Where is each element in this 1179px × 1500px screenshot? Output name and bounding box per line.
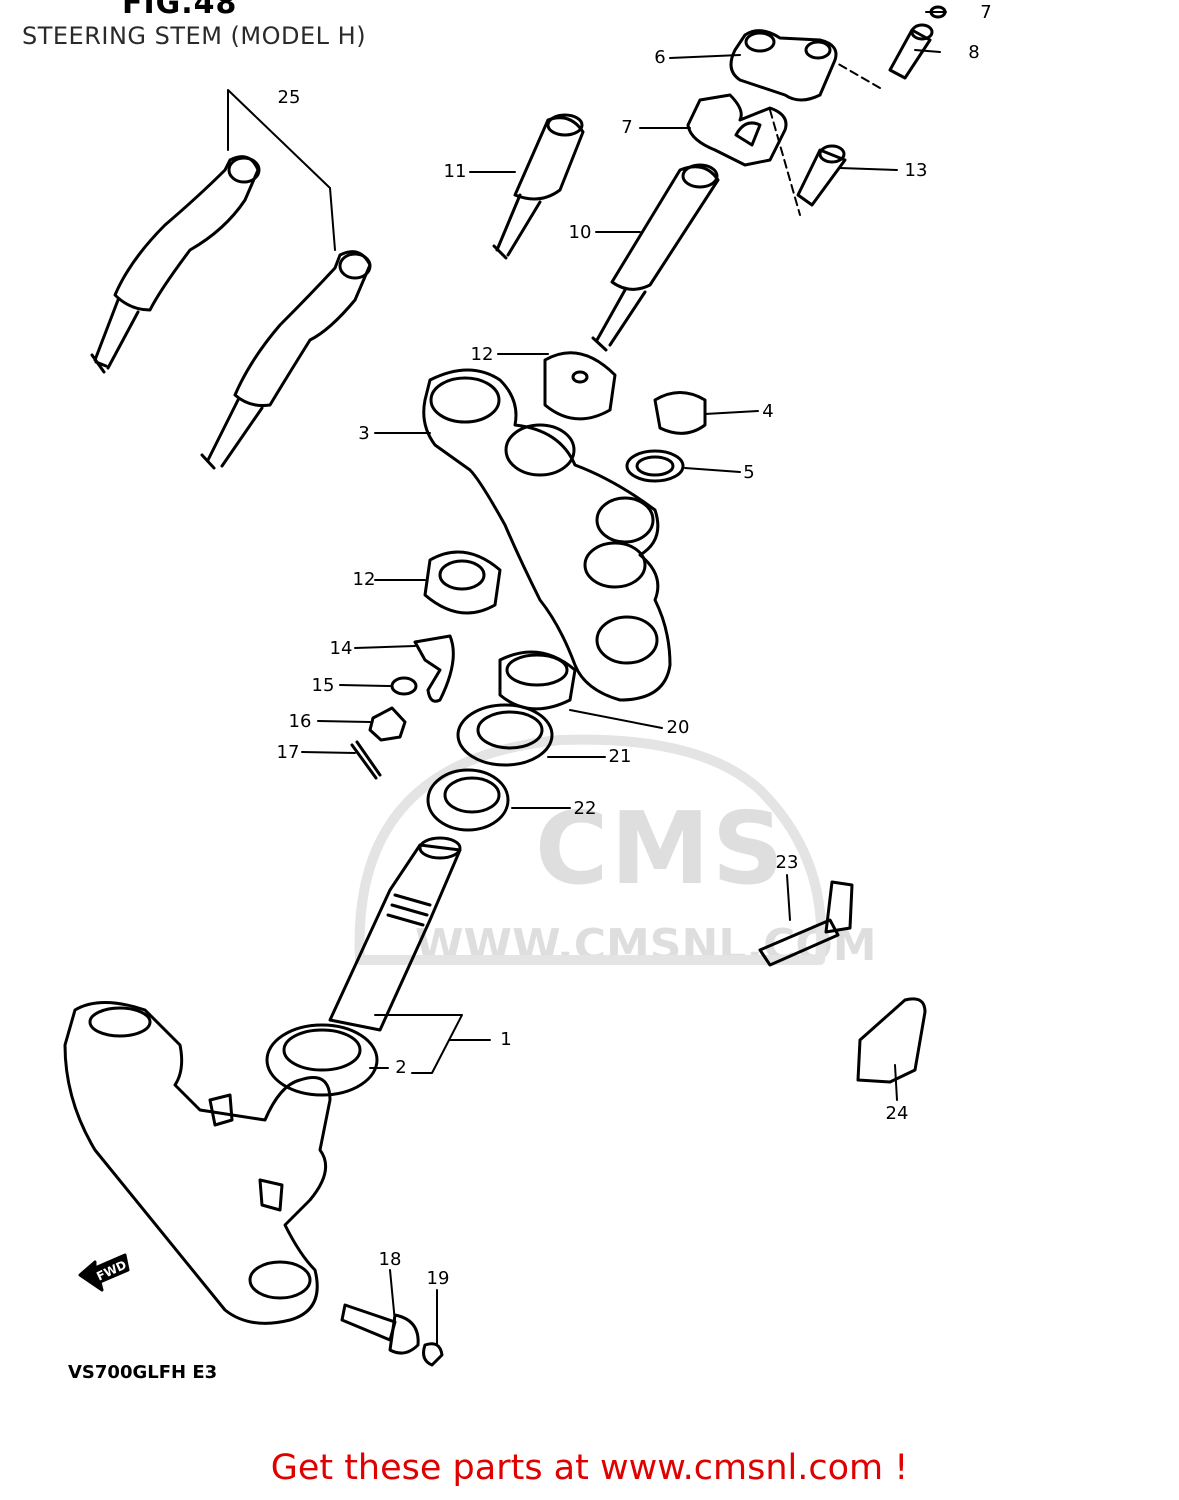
part-1-steering-stem	[63, 836, 462, 1325]
part-21-bearing	[456, 703, 554, 767]
callout-21: 21	[608, 746, 632, 767]
part-25-risers	[90, 89, 372, 470]
callout-5: 5	[743, 462, 755, 483]
part-14-bracket	[413, 634, 455, 703]
part-22-seal	[426, 768, 510, 832]
part-24-key-tag	[856, 997, 927, 1084]
watermark-shape	[354, 734, 827, 965]
callout-4: 4	[762, 401, 774, 422]
diagram-subtitle: STEERING STEM (MODEL H)	[22, 22, 367, 50]
callout-17: 17	[276, 742, 300, 763]
callout-24: 24	[885, 1103, 909, 1124]
part-7-lower-clamp	[686, 93, 788, 167]
part-20-nut	[498, 650, 577, 711]
callout-14: 14	[329, 638, 353, 659]
part-23-ignition-key	[758, 880, 854, 967]
part-6-upper-clamp	[729, 29, 838, 102]
callout-12-upper: 12	[470, 344, 494, 365]
part-3-upper-bracket	[422, 368, 672, 702]
part-16-nut	[368, 706, 407, 742]
figure-title: FIG.48	[122, 0, 238, 21]
part-2-bearing	[265, 1023, 379, 1097]
part-12-lower-cap	[423, 550, 502, 615]
callout-20: 20	[666, 717, 690, 738]
callout-19: 19	[426, 1268, 450, 1289]
callout-10: 10	[568, 222, 592, 243]
fwd-arrow-icon	[78, 1253, 130, 1292]
part-17-pin	[350, 740, 382, 780]
callout-3: 3	[358, 423, 370, 444]
part-4-cap	[653, 391, 707, 435]
callout-8: 8	[968, 42, 980, 63]
callout-9: 7	[980, 2, 992, 23]
callout-18: 18	[378, 1249, 402, 1270]
callout-16: 16	[288, 711, 312, 732]
part-19-cap	[422, 1342, 444, 1367]
callout-7: 7	[621, 117, 633, 138]
watermark-brand: CMS	[535, 790, 786, 907]
callout-2: 2	[395, 1057, 407, 1078]
get-parts-link[interactable]: Get these parts at www.cmsnl.com !	[270, 1448, 909, 1488]
callout-23: 23	[775, 852, 799, 873]
callout-13: 13	[904, 160, 928, 181]
callout-12-lower: 12	[352, 569, 376, 590]
callout-15: 15	[311, 675, 335, 696]
callout-11: 11	[443, 161, 467, 182]
part-12-upper-cap	[543, 351, 617, 421]
part-8-bolt	[888, 23, 934, 80]
callout-25: 25	[277, 87, 301, 108]
part-15-washer	[390, 676, 418, 696]
part-10-riser	[591, 163, 720, 352]
callout-1: 1	[500, 1029, 512, 1050]
leader-lines	[301, 11, 947, 1346]
part-13-bolt	[796, 144, 847, 207]
callout-22: 22	[573, 798, 597, 819]
part-18-bolt	[340, 1303, 420, 1355]
callout-6: 6	[654, 47, 666, 68]
part-5-washer	[625, 449, 685, 483]
model-code: VS700GLFH E3	[68, 1362, 218, 1383]
part-11-riser	[492, 113, 585, 260]
